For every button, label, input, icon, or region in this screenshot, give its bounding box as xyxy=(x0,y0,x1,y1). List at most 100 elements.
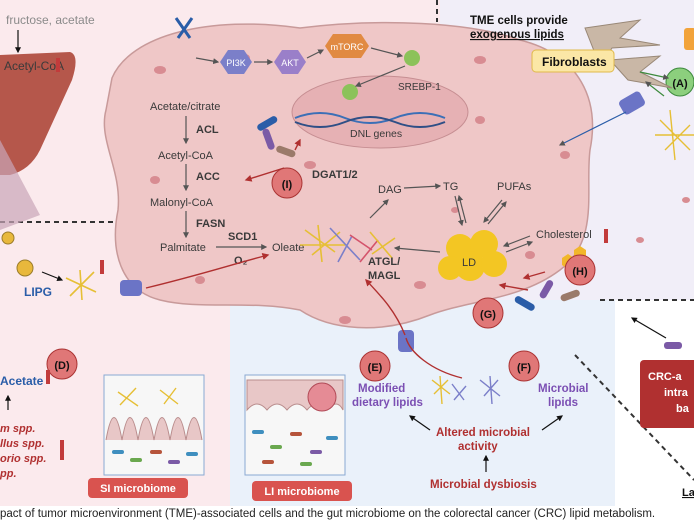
palmitate-label: Palmitate xyxy=(160,242,206,254)
spp-1: m spp. xyxy=(0,423,35,435)
crc-line2: intra xyxy=(664,387,689,399)
cholesterol-label: Cholesterol xyxy=(536,229,592,241)
acetate-label: Acetate xyxy=(0,374,44,388)
si-bacteria xyxy=(112,450,198,464)
upregulated-icon-spp xyxy=(60,440,64,460)
label-i: (I) xyxy=(271,167,303,199)
la-label: La xyxy=(682,487,694,499)
tme-title-line1: TME cells provide xyxy=(470,15,568,27)
si-villi xyxy=(105,417,203,441)
fasn-label: FASN xyxy=(196,218,225,230)
akt-label: AKT xyxy=(281,58,299,68)
pufas-label: PUFAs xyxy=(497,181,532,193)
si-microbiome-panel xyxy=(103,374,205,476)
srebp-nuclear xyxy=(342,84,358,100)
microbial-line1: Microbial xyxy=(538,383,588,395)
mtorc-label: mTORC xyxy=(331,42,364,52)
receptor-icon xyxy=(174,17,194,39)
bacteria-g xyxy=(514,280,580,311)
diagram-canvas: PI3K AKT mTORC SREBP-1 DNL genes Acetate… xyxy=(0,0,694,506)
transporter-icon-3 xyxy=(619,91,645,115)
tme-lipid-cluster xyxy=(655,109,694,161)
tme-cell-box-edge xyxy=(684,28,694,50)
akt-node xyxy=(274,50,306,74)
srebp-node xyxy=(404,50,420,66)
oleate-label: Oleate xyxy=(272,242,304,254)
upregulated-icon-acetate xyxy=(46,370,50,384)
si-lipids xyxy=(117,387,179,407)
bacteria-i xyxy=(257,116,296,158)
liver-beam xyxy=(0,140,40,230)
scd1-label: SCD1 xyxy=(228,231,257,243)
fatty-acid-cluster xyxy=(300,224,396,263)
crc-line3: ba xyxy=(676,403,690,415)
svg-text:(E): (E) xyxy=(368,362,383,374)
fibroblasts-label: Fibroblasts xyxy=(542,55,607,69)
svg-text:(H): (H) xyxy=(572,266,588,278)
lipg-label: LIPG xyxy=(24,285,52,299)
microbial-line2: lipids xyxy=(548,397,578,409)
acetate-citrate-label: Acetate/citrate xyxy=(150,101,220,113)
transporter-icon xyxy=(120,280,142,296)
svg-text:(I): (I) xyxy=(282,179,293,191)
dnl-genes-label: DNL genes xyxy=(350,128,402,140)
pi3k-label: PI3K xyxy=(226,58,246,68)
upregulated-icon xyxy=(604,229,608,243)
si-microbiome-label: SI microbiome xyxy=(100,483,176,495)
tg-label: TG xyxy=(443,181,458,193)
altered-line1: Altered microbial xyxy=(436,427,530,439)
li-bacteria xyxy=(252,430,338,466)
acc-label: ACC xyxy=(196,171,220,183)
dag-label: DAG xyxy=(378,184,402,196)
spp-4: pp. xyxy=(0,468,17,480)
acl-label: ACL xyxy=(196,124,219,136)
modified-line1: Modified xyxy=(358,383,405,395)
ld-label: LD xyxy=(462,257,476,269)
magl-label: MAGL xyxy=(368,270,401,282)
tumor-mass xyxy=(307,382,337,412)
spp-2: llus spp. xyxy=(0,438,45,450)
dgat-label: DGAT1/2 xyxy=(312,169,358,181)
dna-strand-1 xyxy=(294,112,446,124)
lipid-droplet xyxy=(438,230,507,281)
label-f: (F) xyxy=(508,350,540,382)
label-g: (G) xyxy=(472,297,504,329)
label-e: (E) xyxy=(359,350,391,382)
modified-line2: dietary lipids xyxy=(352,397,423,409)
svg-text:(G): (G) xyxy=(480,309,496,321)
atgl-label: ATGL/ xyxy=(368,256,400,268)
fibroblasts-box xyxy=(531,49,615,73)
svg-text:(D): (D) xyxy=(54,360,70,372)
tme-title-line2: exogenous lipids xyxy=(470,29,564,41)
svg-text:(F): (F) xyxy=(517,362,531,374)
altered-line2: activity xyxy=(458,441,498,453)
figure-caption: pact of tumor microenvironment (TME)-ass… xyxy=(0,508,656,520)
liver-organ xyxy=(0,52,76,175)
li-microbiome-button xyxy=(252,481,352,501)
upregulated-icon-liver xyxy=(56,58,60,72)
label-a: (A) xyxy=(665,67,694,97)
lipg-lipids xyxy=(65,269,97,301)
si-microbiome-button xyxy=(88,478,188,498)
upregulated-icon-lipg xyxy=(100,260,104,274)
modified-lipids-icon xyxy=(431,375,467,405)
separator-diagonal xyxy=(574,354,694,481)
crc-bacterium xyxy=(664,342,682,349)
acetyl-coa-label: Acetyl-CoA xyxy=(158,150,214,162)
lipoprotein-particle-2 xyxy=(16,259,34,277)
svg-text:(A): (A) xyxy=(672,78,688,90)
dna-strand-2 xyxy=(294,116,446,128)
liver-product-label: Acetyl-CoA xyxy=(4,59,64,73)
label-h: (H) xyxy=(564,254,596,286)
crc-box xyxy=(640,360,694,428)
liver-inputs-label: fructose, acetate xyxy=(6,13,95,27)
dysbiosis-label: Microbial dysbiosis xyxy=(430,479,537,491)
li-microbiome-label: LI microbiome xyxy=(264,486,339,498)
srebp-label: SREBP-1 xyxy=(398,82,441,93)
crc-line1: CRC-a xyxy=(648,371,682,383)
spp-3: orio spp. xyxy=(0,453,46,465)
pi3k-node xyxy=(220,50,252,74)
label-d: (D) xyxy=(46,348,78,380)
mtorc-node xyxy=(325,34,369,58)
